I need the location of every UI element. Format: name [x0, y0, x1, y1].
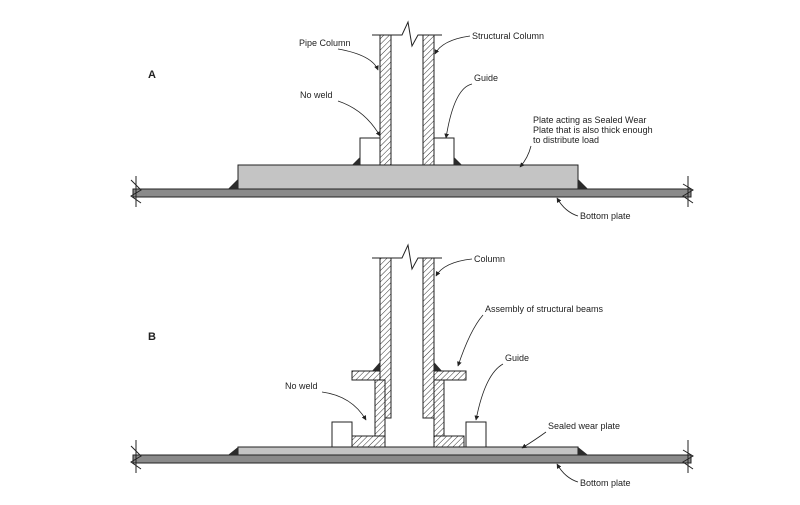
label-plate-line1: Plate acting as Sealed Wear	[533, 115, 646, 125]
guide-a-right	[433, 137, 455, 166]
wear-plate-a	[237, 164, 579, 190]
label-guide-b: Guide	[505, 353, 529, 363]
pipe-column-wall-left	[379, 34, 392, 166]
label-bottom-plate-b: Bottom plate	[580, 478, 631, 488]
guide-b-left	[331, 421, 353, 448]
panel-a: A Pipe Column Structural Column Guide No	[130, 20, 694, 221]
pipe-column-wall-right	[422, 34, 435, 166]
label-guide-a: Guide	[474, 73, 498, 83]
break-symbol-a	[372, 20, 442, 48]
guide-b-right	[465, 421, 487, 448]
panel-b-letter: B	[148, 331, 156, 343]
label-column: Column	[474, 254, 505, 264]
weld-a-right	[578, 179, 588, 189]
wear-plate-b	[237, 446, 579, 456]
bottom-plate-b	[130, 440, 694, 473]
column-wall-right	[422, 257, 435, 419]
label-no-weld-a: No weld	[300, 90, 333, 100]
label-sealed-wear-plate: Sealed wear plate	[548, 421, 620, 431]
beam-assembly	[351, 362, 467, 448]
label-pipe-column: Pipe Column	[299, 38, 351, 48]
label-bottom-plate-a: Bottom plate	[580, 211, 631, 221]
label-structural-column: Structural Column	[472, 31, 544, 41]
panel-b: B	[130, 243, 694, 488]
label-assembly: Assembly of structural beams	[485, 304, 604, 314]
label-plate-line2: Plate that is also thick enough	[533, 125, 653, 135]
weld-a-left	[228, 179, 238, 189]
label-plate-line3: to distribute load	[533, 135, 599, 145]
guide-a-left	[359, 137, 381, 166]
panel-a-letter: A	[148, 69, 156, 81]
label-no-weld-b: No weld	[285, 381, 318, 391]
break-symbol-b	[372, 243, 442, 271]
